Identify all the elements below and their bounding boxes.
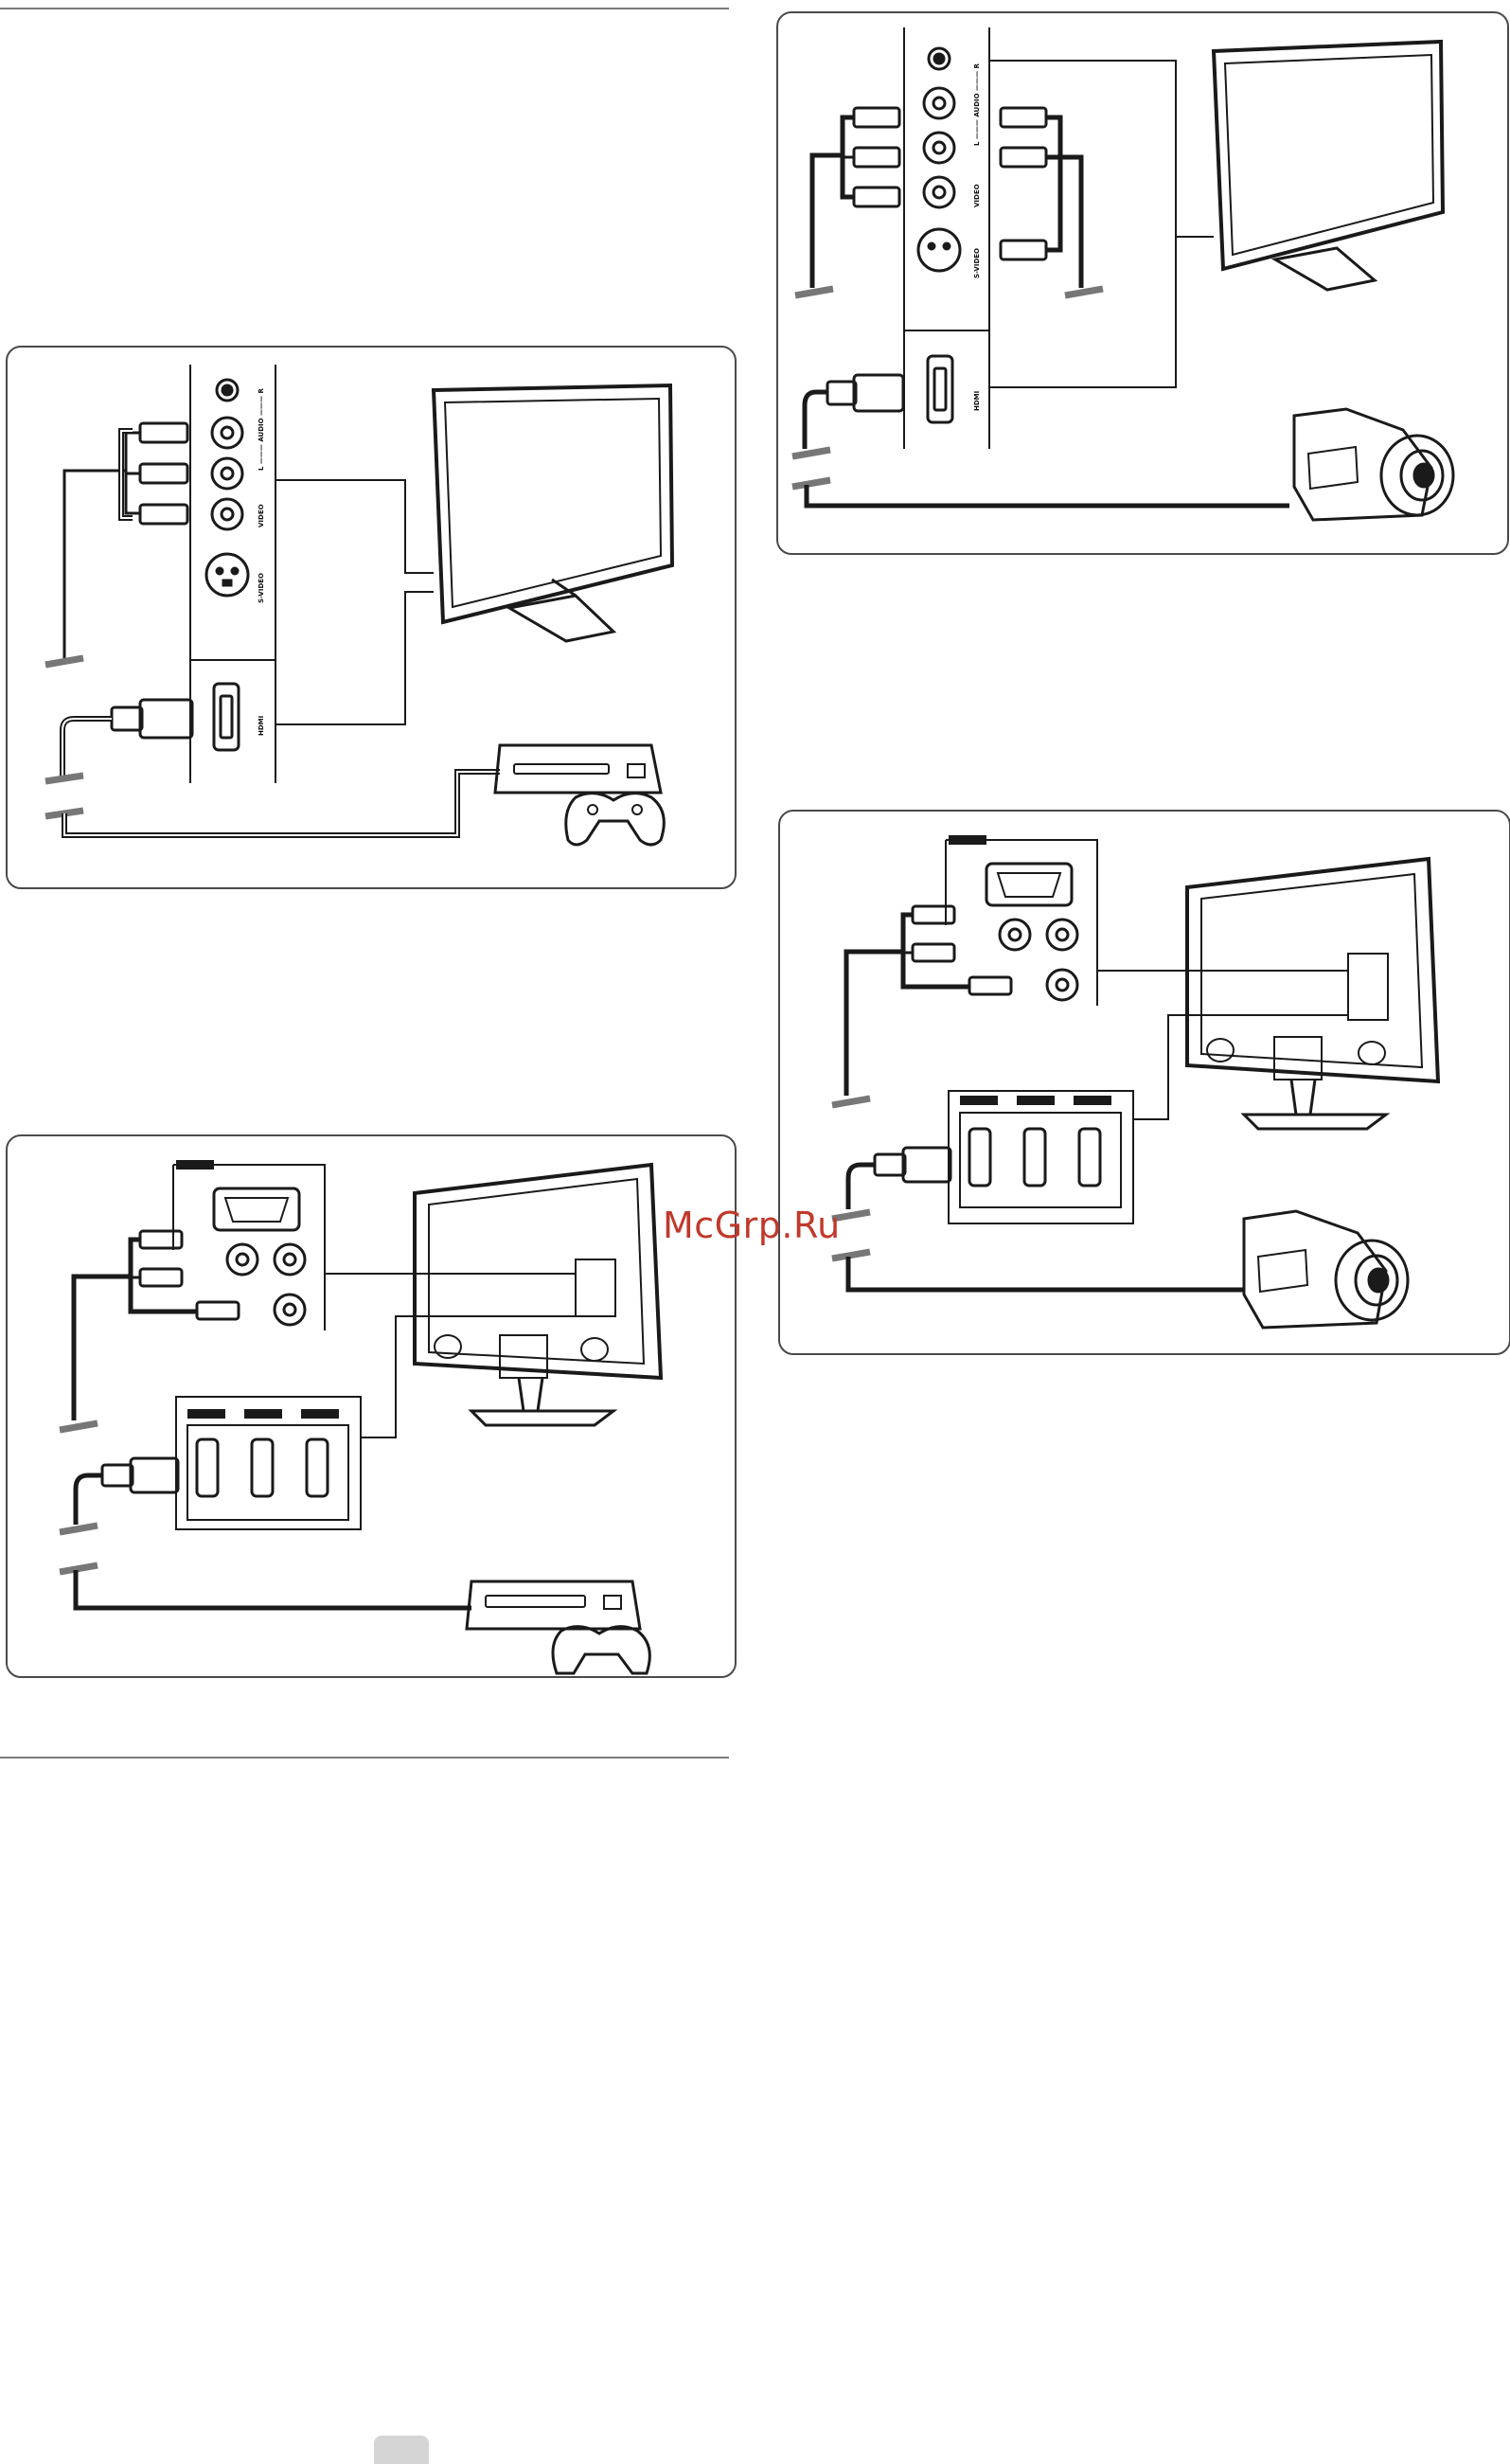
- label-video: VIDEO: [973, 184, 981, 207]
- s-video-jack-icon: [206, 554, 248, 596]
- rca-plug-icon: [140, 1231, 239, 1319]
- rca-plug-icon: [140, 423, 187, 524]
- rca-jack-audio-l: [212, 458, 242, 489]
- vga-port-icon: [986, 864, 1072, 905]
- hdmi-plug-icon: [112, 700, 192, 738]
- diagram-rear-panel-game-console: [6, 1134, 737, 1678]
- rca-jack-video: [924, 177, 954, 207]
- headphone-jack-icon: [217, 380, 238, 401]
- label-svideo: S-VIDEO: [973, 248, 981, 278]
- diagram-rear-panel-camcorder: [778, 810, 1510, 1355]
- diagram-svg: [8, 1136, 735, 1676]
- bottom-rule: [0, 1757, 729, 1759]
- flat-tv-back-icon: [415, 1165, 661, 1425]
- diagram-svg: L ——— AUDIO ——— R VIDEO S-VIDEO HDMI: [778, 13, 1507, 553]
- label-hdmi: HDMI: [258, 716, 265, 736]
- rca-jack-left: [227, 1244, 258, 1275]
- flat-tv-back-icon: [1187, 859, 1438, 1129]
- rca-jack-left: [1000, 920, 1030, 950]
- flat-tv-front-icon: [434, 385, 672, 641]
- rca-jack-right: [275, 1244, 305, 1275]
- camcorder-icon: [1294, 409, 1453, 520]
- rca-plug-icon: [1001, 108, 1046, 259]
- hdmi-jack-icon: [214, 684, 239, 750]
- diagram-side-panel-camcorder: L ——— AUDIO ——— R VIDEO S-VIDEO HDMI: [776, 11, 1509, 555]
- rca-jack-audio-r: [924, 88, 954, 118]
- label-audio: L ——— AUDIO ——— R: [973, 63, 981, 146]
- rca-jack-audio-l: [924, 133, 954, 163]
- game-console-icon: [495, 745, 661, 793]
- diagram-side-panel-game-console: L ——— AUDIO ——— R VIDEO S-VIDEO HDMI: [6, 346, 737, 889]
- headphone-jack-icon: [929, 48, 950, 69]
- camcorder-icon: [1244, 1211, 1408, 1328]
- label-video: VIDEO: [258, 504, 265, 527]
- hdmi-jack-icon: [928, 356, 952, 422]
- hdmi-plug-icon: [827, 375, 903, 411]
- rca-plug-icon: [913, 906, 1011, 994]
- gamepad-icon: [553, 1627, 649, 1673]
- diagram-svg: [780, 812, 1509, 1353]
- label-audio: L ——— AUDIO ——— R: [258, 388, 265, 471]
- hdmi-jack-icon: [969, 1129, 1100, 1186]
- label-svideo: S-VIDEO: [258, 573, 265, 603]
- vga-port-icon: [214, 1188, 299, 1230]
- hdmi-plug-icon: [102, 1458, 178, 1492]
- top-rule: [0, 8, 729, 9]
- rca-jack-right: [1047, 920, 1077, 950]
- gamepad-icon: [566, 794, 665, 845]
- label-hdmi: HDMI: [973, 391, 981, 411]
- rca-jack-audio-r: [212, 418, 242, 448]
- flat-tv-front-icon: [1214, 42, 1443, 290]
- rca-jack-video: [212, 499, 242, 529]
- s-video-jack-icon: [918, 229, 960, 271]
- hdmi-jack-icon: [197, 1439, 328, 1496]
- hdmi-plug-icon: [875, 1148, 950, 1182]
- page-number-tab: [374, 2436, 429, 2464]
- watermark: McGrp.Ru: [663, 1205, 841, 1246]
- rca-jack-video: [275, 1294, 305, 1325]
- rca-jack-video: [1047, 970, 1077, 1000]
- game-console-icon: [467, 1581, 640, 1629]
- rca-plug-icon: [854, 108, 899, 206]
- diagram-svg: L ——— AUDIO ——— R VIDEO S-VIDEO HDMI: [8, 348, 735, 887]
